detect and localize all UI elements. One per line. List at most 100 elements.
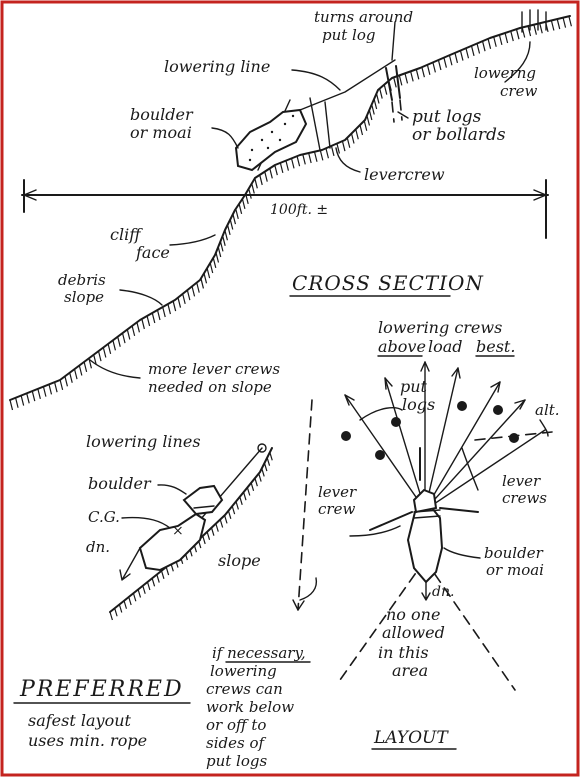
hatch-stroke — [136, 322, 141, 333]
cross-section-boulder — [234, 108, 308, 172]
hatch-stroke — [533, 24, 537, 35]
no-one-label-2: allowed — [382, 623, 445, 642]
hatch-stroke — [227, 510, 232, 519]
layout-header-1: lowering crews — [378, 318, 502, 337]
distance-arrowheads — [23, 189, 547, 201]
hatch-stroke — [269, 452, 273, 461]
lowering-crew-figures — [521, 9, 547, 33]
hatch-stroke — [137, 589, 142, 598]
cross-section-title: CROSS SECTION — [292, 271, 484, 295]
lever-crew-poles — [309, 97, 331, 151]
hatch-stroke — [151, 312, 156, 324]
no-one-label-1: no one — [386, 605, 440, 624]
hatch-stroke — [259, 174, 263, 186]
hatch-stroke — [302, 154, 306, 165]
hatch-stroke — [459, 50, 464, 61]
alt-leader — [539, 419, 549, 437]
detail-down-arrow — [119, 547, 141, 581]
lever-crews-leader — [461, 447, 479, 491]
layout-boulder-label-2: or moai — [486, 561, 544, 579]
boulder-label-1: boulder — [130, 105, 194, 124]
hatch-stroke — [341, 140, 346, 152]
hatch-stroke — [319, 150, 324, 161]
put-log-post — [385, 65, 401, 101]
hatch-stroke — [53, 382, 58, 393]
hatch-stroke — [254, 178, 258, 189]
no-one-label-4: area — [392, 661, 428, 680]
turns-around-label-2: put log — [322, 26, 376, 44]
hatch-stroke — [498, 34, 503, 46]
hatch-stroke — [308, 152, 312, 164]
hatch-stroke — [229, 219, 234, 230]
hatch-stroke — [355, 129, 359, 140]
hatch-stroke — [132, 593, 137, 602]
lever-crews-right-label-2: crews — [502, 489, 547, 507]
hatch-stroke — [373, 98, 378, 110]
put-logs-leader — [359, 407, 403, 421]
lever-crews-right-label-1: lever — [502, 472, 541, 490]
layout-put-logs — [341, 401, 519, 460]
lowering-line-rope — [299, 59, 396, 111]
hatch-stroke — [146, 315, 151, 327]
if-necessary-line-1: if necessary, — [212, 644, 306, 662]
hatch-stroke — [160, 570, 165, 579]
hatch-stroke — [186, 289, 191, 301]
hatch-stroke — [290, 158, 295, 169]
hatch-stroke — [248, 188, 252, 199]
cliff-face-leader — [169, 234, 216, 246]
hatch-stroke — [454, 52, 459, 64]
hatch-stroke — [215, 523, 219, 532]
alt-label: alt. — [535, 401, 560, 419]
hatch-stroke — [162, 306, 166, 318]
put-logs-label-2: or bollards — [412, 125, 506, 145]
hatch-stroke — [239, 496, 243, 505]
hatch-stroke — [209, 262, 214, 274]
hatch-stroke — [379, 88, 383, 99]
ground-hatching — [9, 16, 572, 411]
if-necessary-line-5: or off to — [206, 716, 266, 734]
hatch-stroke — [448, 55, 453, 66]
hatch-stroke — [421, 67, 425, 78]
layout-lashing — [413, 509, 441, 519]
hatch-stroke — [437, 59, 442, 71]
hatch-stroke — [64, 376, 69, 387]
hatch-stroke — [210, 527, 215, 536]
cg-mark: × — [172, 523, 184, 539]
layout-boulder — [406, 506, 444, 584]
cliff-face-label-2: face — [135, 243, 170, 262]
hatch-stroke — [235, 208, 239, 219]
put-log-buried — [391, 99, 403, 123]
debris-slope-leader — [119, 289, 163, 306]
lowering-crew-label-1: lowerng — [474, 64, 536, 82]
hatch-stroke — [37, 388, 41, 400]
if-necessary-line-7: put logs — [206, 752, 267, 770]
hatch-stroke — [48, 384, 53, 395]
hatch-stroke — [285, 160, 290, 171]
hatch-stroke — [215, 252, 220, 263]
if-necessary-line-2: lowering — [210, 662, 277, 680]
lever-crew-left-label-1: lever — [318, 483, 357, 501]
lever-crews-leader — [89, 359, 141, 379]
hatch-stroke — [203, 273, 208, 284]
hatch-stroke — [359, 124, 364, 136]
detail-slope-label: slope — [218, 551, 261, 570]
hatch-stroke — [263, 462, 268, 472]
hatch-stroke — [493, 36, 497, 47]
hatch-stroke — [217, 246, 222, 258]
boulder-leader — [211, 127, 239, 149]
alt-crew-line-left — [297, 399, 313, 611]
hatch-stroke — [206, 268, 211, 279]
hatch-stroke — [42, 386, 47, 397]
cg-leader — [121, 516, 171, 529]
hatch-stroke — [151, 578, 156, 587]
hatch-stroke — [258, 473, 262, 482]
preferred-note-2: uses min. rope — [28, 731, 147, 750]
preferred-detail: × lowering lines boulder C.G. dn. slope … — [13, 432, 273, 750]
hatch-stroke — [325, 148, 330, 159]
cliff-face-label-1: cliff — [110, 225, 143, 244]
hatch-stroke — [206, 531, 211, 541]
lever-crew-leader — [335, 147, 361, 173]
hatch-stroke — [562, 17, 567, 28]
